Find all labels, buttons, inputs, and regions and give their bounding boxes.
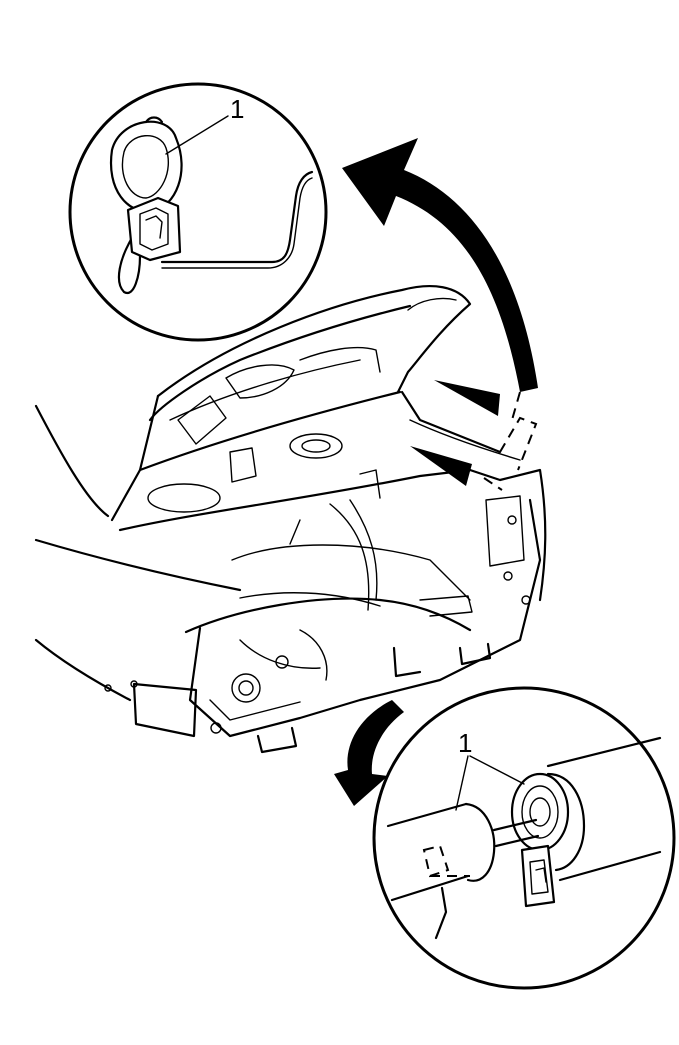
callout-label-1-bottom: 1 [458,728,472,758]
callout-label-1-top: 1 [230,94,244,124]
bottom-detail-view: 1 [372,686,676,990]
top-detail-view: 1 [68,82,328,342]
open-direction-arrow [342,138,538,421]
vehicle-rear-body [34,284,547,754]
detail-direction-arrow [334,700,404,806]
